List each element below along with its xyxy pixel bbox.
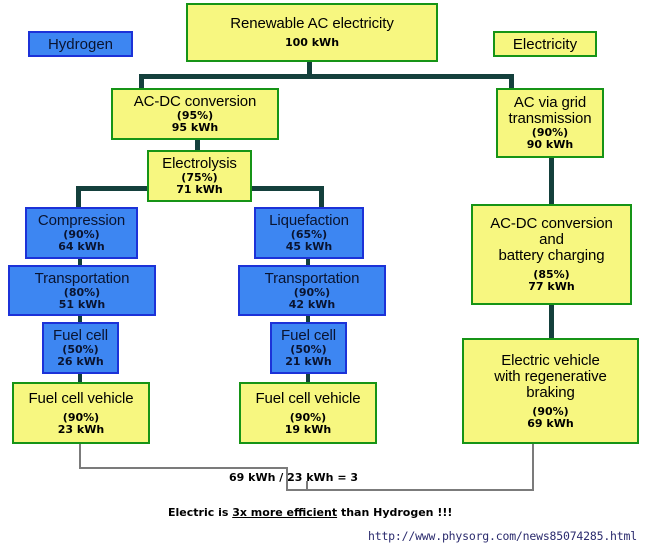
node-kwh: 51 kWh <box>58 297 106 311</box>
connector-to-compression <box>76 186 81 208</box>
node-fuel-cell-compression[interactable]: Fuel cell (50%) 26 kWh <box>42 322 119 374</box>
source-url: http://www.physorg.com/news85074285.html <box>368 529 637 543</box>
node-liquefaction[interactable]: Liquefaction (65%) 45 kWh <box>254 207 364 259</box>
legend-electricity: Electricity <box>493 31 597 57</box>
node-efficiency: (90%) <box>289 410 327 424</box>
node-title: Fuel cell <box>53 327 108 344</box>
node-compression[interactable]: Compression (90%) 64 kWh <box>25 207 138 259</box>
legend-hydrogen-label: Hydrogen <box>47 35 114 53</box>
node-title: Fuel cell vehicle <box>28 389 134 407</box>
gray-connector-bottom-horizontal <box>286 489 534 491</box>
node-efficiency: (50%) <box>290 343 327 356</box>
node-transportation-liquefaction[interactable]: Transportation (90%) 42 kWh <box>238 265 386 316</box>
node-efficiency: (90%) <box>63 228 100 241</box>
node-renewable-ac-electricity[interactable]: Renewable AC electricity 100 kWh <box>186 3 438 62</box>
node-fuel-cell-vehicle-liquefaction[interactable]: Fuel cell vehicle (90%) 19 kWh <box>239 382 377 444</box>
node-title: Renewable AC electricity <box>230 15 394 32</box>
connector-root-stem <box>307 60 312 77</box>
node-kwh: 90 kWh <box>526 138 574 151</box>
node-title: Transportation <box>34 269 130 287</box>
legend-electricity-label: Electricity <box>512 35 578 53</box>
node-kwh: 21 kWh <box>285 355 332 368</box>
node-kwh: 100 kWh <box>284 36 340 49</box>
node-electric-vehicle-regenerative-braking[interactable]: Electric vehicle with regenerative braki… <box>462 338 639 444</box>
node-title: Electrolysis <box>162 155 237 172</box>
node-kwh: 71 kWh <box>176 183 223 196</box>
node-title: Transportation <box>264 269 360 287</box>
ratio-caption: 69 kWh / 23 kWh = 3 <box>229 471 359 484</box>
connector-acdcbattery-to-ev <box>549 304 554 340</box>
node-title: Compression <box>37 212 126 229</box>
node-efficiency: (90%) <box>62 410 100 424</box>
node-efficiency: (50%) <box>62 343 99 356</box>
gray-connector-right-stem <box>532 444 534 491</box>
connector-liquefaction-to-transport <box>306 258 310 266</box>
connector-fuelcell-to-vehicle <box>78 374 82 383</box>
node-efficiency: (75%) <box>181 171 218 184</box>
node-title: AC via grid transmission <box>508 94 592 127</box>
node-kwh: 77 kWh <box>528 280 575 293</box>
node-efficiency: (95%) <box>176 109 214 122</box>
node-kwh: 26 kWh <box>57 355 104 368</box>
conclusion-emphasis: 3x more efficient <box>232 506 338 519</box>
node-ac-via-grid-transmission[interactable]: AC via grid transmission (90%) 90 kWh <box>496 88 604 158</box>
connector-fuelcell-to-vehicle-mid <box>306 374 310 383</box>
node-fuel-cell-vehicle-compression[interactable]: Fuel cell vehicle (90%) 23 kWh <box>12 382 150 444</box>
node-kwh: 45 kWh <box>285 240 333 253</box>
legend-hydrogen: Hydrogen <box>28 31 133 57</box>
node-fuel-cell-liquefaction[interactable]: Fuel cell (50%) 21 kWh <box>270 322 347 374</box>
node-efficiency: (65%) <box>290 228 328 241</box>
connector-to-liquefaction <box>319 186 324 208</box>
connector-to-acdc <box>139 74 144 90</box>
gray-connector-caption-tick <box>306 481 308 490</box>
connector-transport-to-fuelcell-mid <box>306 315 310 323</box>
node-ac-dc-conversion[interactable]: AC-DC conversion (95%) 95 kWh <box>111 88 279 140</box>
gray-connector-left-stem <box>79 444 81 469</box>
node-title: AC-DC conversion <box>133 93 257 110</box>
connector-acdc-to-electrolysis <box>195 140 200 158</box>
conclusion-caption: Electric is 3x more efficient than Hydro… <box>168 506 452 519</box>
gray-connector-left-horizontal <box>79 467 288 469</box>
node-efficiency: (80%) <box>63 285 101 299</box>
node-kwh: 64 kWh <box>58 240 105 253</box>
node-title: Liquefaction <box>269 212 349 229</box>
node-title: AC-DC conversion and battery charging <box>490 215 613 264</box>
conclusion-suffix: than Hydrogen !!! <box>337 506 453 519</box>
node-kwh: 42 kWh <box>288 297 336 311</box>
connector-compression-to-transport <box>78 258 82 266</box>
node-electrolysis[interactable]: Electrolysis (75%) 71 kWh <box>147 150 252 202</box>
conclusion-prefix: Electric is <box>168 506 233 519</box>
node-title: Fuel cell vehicle <box>255 389 361 407</box>
node-title: Fuel cell <box>281 327 336 344</box>
node-ac-dc-conversion-battery-charging[interactable]: AC-DC conversion and battery charging (8… <box>471 204 632 305</box>
connector-to-grid <box>509 74 514 90</box>
node-title: Electric vehicle with regenerative braki… <box>494 351 607 401</box>
connector-root-horizontal <box>139 74 514 79</box>
node-kwh: 69 kWh <box>527 416 574 430</box>
node-kwh: 23 kWh <box>57 422 105 436</box>
node-efficiency: (85%) <box>533 268 570 281</box>
connector-grid-to-acdc-battery <box>549 157 554 207</box>
node-kwh: 19 kWh <box>284 422 332 436</box>
node-efficiency: (90%) <box>293 285 331 299</box>
node-efficiency: (90%) <box>531 126 569 139</box>
connector-transport-to-fuelcell <box>78 315 82 323</box>
node-transportation-compression[interactable]: Transportation (80%) 51 kWh <box>8 265 156 316</box>
node-efficiency: (90%) <box>532 404 569 418</box>
node-kwh: 95 kWh <box>171 121 219 134</box>
gray-connector-mid-drop <box>286 467 288 491</box>
